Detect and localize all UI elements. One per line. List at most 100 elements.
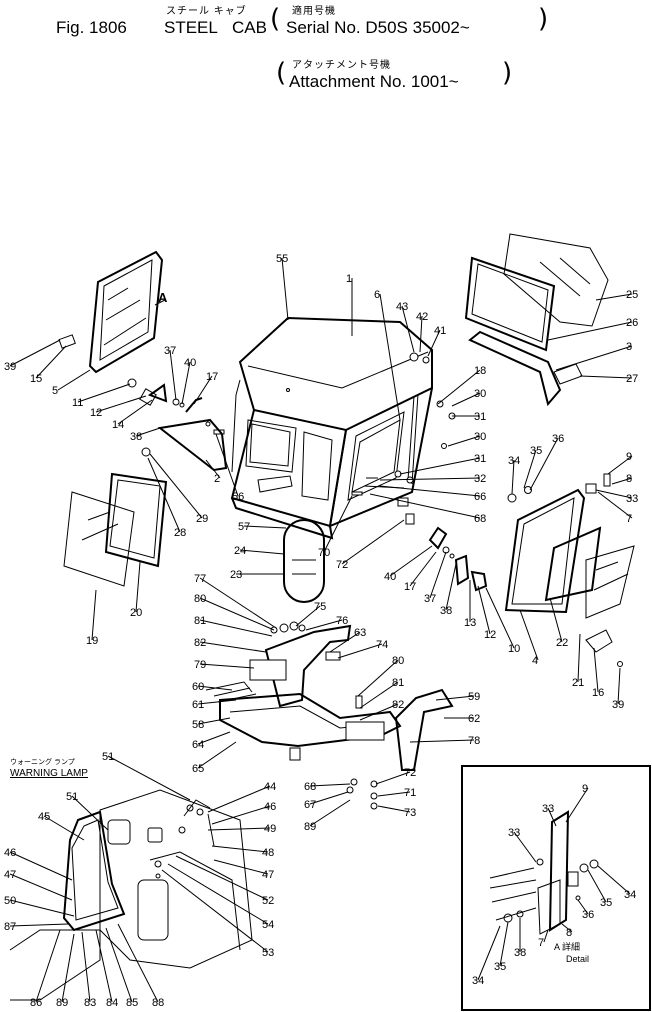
leader-line-c50 — [9, 899, 75, 917]
leader-line-c44 — [207, 785, 271, 813]
callout-c80b: 80 — [392, 655, 404, 667]
leader-line-c24 — [239, 549, 285, 555]
callout-c85: 85 — [126, 997, 138, 1009]
leader-line-c42 — [419, 315, 423, 353]
callout-c68b: 68 — [304, 781, 316, 793]
leader-line-c68b — [309, 783, 351, 787]
leader-line-c82a — [199, 641, 267, 653]
callout-c15: 15 — [30, 373, 42, 385]
leader-line-c66 — [379, 485, 481, 497]
detail-a-box: A 詳細 Detail — [461, 765, 651, 1011]
serial-close-paren: ) — [538, 4, 549, 34]
leader-line-c67 — [309, 791, 349, 805]
callout-c65: 65 — [192, 763, 204, 775]
callout-c7a: 7 — [626, 513, 632, 525]
leader-line-c33a — [595, 489, 633, 499]
callout-c76: 76 — [336, 615, 348, 627]
leader-line-c79 — [199, 663, 255, 669]
leader-line-c84 — [95, 929, 113, 1003]
callout-c74: 74 — [376, 639, 388, 651]
leader-line-c16 — [593, 647, 599, 693]
callout-c42: 42 — [416, 311, 428, 323]
callout-c29: 29 — [196, 513, 208, 525]
leader-line-c61 — [197, 699, 237, 705]
callout-c77: 77 — [194, 573, 206, 585]
callout-c57: 57 — [238, 521, 250, 533]
leader-line-c85 — [105, 927, 133, 1003]
callout-c70: 70 — [318, 547, 330, 559]
callout-c36a: 36 — [552, 433, 564, 445]
right-door — [504, 473, 635, 667]
callout-c7b: 7 — [538, 937, 544, 949]
callout-c35c: 35 — [494, 961, 506, 973]
leader-line-c75 — [295, 605, 321, 627]
callout-c47b: 47 — [4, 869, 16, 881]
callout-c75: 75 — [314, 601, 326, 613]
callout-c39b: 39 — [612, 699, 624, 711]
callout-c9a: 9 — [626, 451, 632, 463]
callout-c22: 22 — [556, 637, 568, 649]
detail-a-label-jp: A 詳細 — [554, 941, 580, 952]
callout-c36b: 36 — [582, 909, 594, 921]
cab-body — [230, 316, 433, 540]
title-japanese: スチール キャブ — [166, 6, 247, 17]
leader-line-c12b — [477, 585, 491, 635]
leader-line-c8a — [611, 477, 633, 485]
callout-c55: 55 — [276, 253, 288, 265]
leader-line-c6 — [379, 293, 401, 421]
leader-line-c37b — [429, 551, 447, 599]
leader-line-c55 — [281, 257, 289, 321]
callout-c35b: 35 — [600, 897, 612, 909]
leader-line-c48 — [211, 845, 269, 853]
callout-c41: 41 — [434, 325, 446, 337]
leader-line-c63 — [329, 631, 361, 653]
leader-line-c18 — [437, 369, 481, 405]
callout-c72b: 72 — [404, 767, 416, 779]
leader-line-c70 — [323, 495, 353, 553]
callout-c2: 2 — [214, 473, 220, 485]
leader-line-c54 — [167, 863, 269, 925]
callout-c37a: 37 — [164, 345, 176, 357]
callout-c80a: 80 — [194, 593, 206, 605]
callout-c3: 3 — [626, 341, 632, 353]
leader-line-c29 — [149, 453, 203, 519]
leader-line-c56 — [215, 433, 239, 497]
leader-line-c76 — [305, 619, 343, 631]
leader-line-c45 — [43, 815, 85, 841]
callout-c46a: 46 — [264, 801, 276, 813]
callout-c61: 61 — [192, 699, 204, 711]
leader-line-c89a — [309, 799, 351, 827]
attachment-number: Attachment No. 1001~ — [289, 72, 459, 91]
callout-c59: 59 — [468, 691, 480, 703]
callout-c13: 13 — [464, 617, 476, 629]
leader-line-c64a — [197, 731, 231, 745]
serial-japanese: 適用号機 — [292, 6, 336, 17]
leader-line-c65 — [197, 741, 237, 769]
callout-c33c: 33 — [508, 827, 520, 839]
leader-line-c51a — [107, 755, 191, 801]
leader-line-c17a — [193, 375, 213, 405]
leader-line-c7a — [597, 491, 633, 519]
callout-c30a: 30 — [474, 388, 486, 400]
callout-c12a: 12 — [90, 407, 102, 419]
leader-line-c39b — [617, 667, 621, 705]
leader-line-c36a — [529, 437, 559, 491]
callout-c71: 71 — [404, 787, 416, 799]
leader-lines — [9, 257, 633, 1003]
callout-c46b: 46 — [4, 847, 16, 859]
leader-line-c46a — [211, 805, 271, 825]
callout-c31a: 31 — [474, 411, 486, 423]
callout-c27: 27 — [626, 373, 638, 385]
leader-line-c9a — [607, 455, 633, 475]
callout-c4: 4 — [532, 655, 538, 667]
leader-line-c3 — [555, 345, 633, 371]
leader-line-c52 — [175, 855, 269, 901]
leader-line-c28 — [147, 457, 181, 533]
callout-c18: 18 — [474, 365, 486, 377]
leader-line-c5 — [57, 369, 91, 391]
leader-line-c47b — [9, 873, 73, 901]
leader-line-c35b — [587, 869, 607, 903]
leader-line-c74 — [337, 643, 383, 659]
leader-line-c14 — [117, 399, 153, 425]
